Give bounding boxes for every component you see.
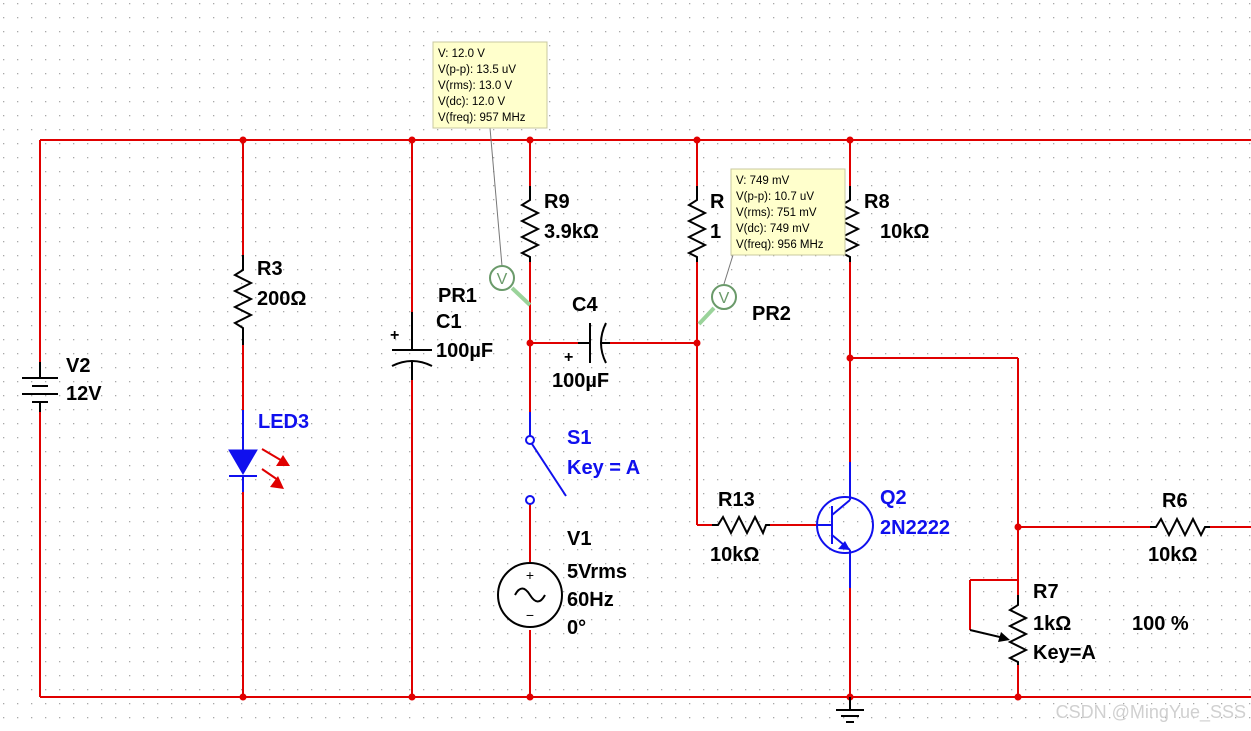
r13-label: R13 — [718, 489, 755, 511]
r7-label: R7 — [1033, 581, 1059, 603]
v1-amplitude: 5Vrms — [567, 561, 627, 583]
junctions — [239, 136, 1022, 701]
pr2-readout-vfreq: V(freq): 956 MHz — [736, 239, 824, 251]
r7-setting: 100 % — [1132, 613, 1189, 635]
pr1-readout-tooltip: V: 12.0 V V(p-p): 13.5 uV V(rms): 13.0 V… — [432, 41, 548, 129]
c1-capacitor[interactable]: + C1 100µF — [390, 311, 493, 380]
pr1-readout-vrms: V(rms): 13.0 V — [438, 80, 512, 92]
pr1-readout-v: V: 12.0 V — [438, 48, 485, 60]
c4-capacitor[interactable]: + C4 100µF — [552, 294, 610, 392]
c4-value: 100µF — [552, 370, 609, 392]
r-partial-label: R — [710, 191, 725, 213]
s1-label: S1 — [567, 427, 591, 449]
pr1-symbol: V — [497, 271, 508, 288]
r3-value: 200Ω — [257, 288, 306, 310]
led3-label: LED3 — [258, 411, 309, 433]
v1-frequency: 60Hz — [567, 589, 614, 611]
junction-dot — [239, 136, 247, 144]
v1-ac-source[interactable]: + − V1 5Vrms 60Hz 0° — [497, 528, 627, 639]
q2-model: 2N2222 — [880, 517, 950, 539]
pr1-readout-vdc: V(dc): 12.0 V — [438, 96, 505, 108]
r-partial-value: 1 — [710, 221, 721, 243]
r8-value: 10kΩ — [880, 221, 929, 243]
pr2-probe[interactable]: V PR2 — [697, 254, 791, 326]
r6-resistor[interactable]: R6 10kΩ — [1148, 490, 1210, 566]
v2-label: V2 — [66, 355, 90, 377]
r3-label: R3 — [257, 258, 283, 280]
led-light-arrows-icon — [261, 448, 290, 489]
r3-resistor[interactable]: R3 200Ω — [232, 255, 306, 345]
c1-plus: + — [390, 327, 399, 344]
junction-dot — [408, 693, 416, 701]
q2-transistor[interactable]: Q2 2N2222 — [816, 462, 950, 588]
pr2-readout-vpp: V(p-p): 10.7 uV — [736, 191, 814, 203]
r6-value: 10kΩ — [1148, 544, 1197, 566]
r9-value: 3.9kΩ — [544, 221, 599, 243]
c4-plus: + — [564, 349, 573, 366]
c1-label: C1 — [436, 311, 462, 333]
r7-value: 1kΩ — [1033, 613, 1071, 635]
junction-dot — [846, 354, 854, 362]
v1-label: V1 — [567, 528, 591, 550]
junction-dot — [526, 136, 534, 144]
led3-diode[interactable]: LED3 — [228, 410, 309, 492]
voltmeter-probe-icon — [711, 284, 737, 310]
v2-value: 12V — [66, 383, 102, 405]
switch-lever[interactable] — [531, 443, 567, 497]
watermark: CSDN @MingYue_SSS — [1056, 702, 1246, 723]
pr2-symbol: V — [719, 290, 730, 307]
c1-value: 100µF — [436, 340, 493, 362]
s1-key: Key = A — [567, 457, 640, 479]
junction-dot — [846, 136, 854, 144]
voltmeter-probe-icon — [489, 265, 515, 291]
junction-dot — [1014, 693, 1022, 701]
v1-phase: 0° — [567, 617, 586, 639]
ground-icon — [836, 697, 864, 723]
r13-value: 10kΩ — [710, 544, 759, 566]
junction-dot — [239, 693, 247, 701]
v2-battery[interactable]: V2 12V — [22, 355, 102, 412]
r7-potentiometer[interactable]: R7 1kΩ Key=A 100 % — [969, 581, 1189, 665]
junction-dot — [526, 339, 534, 347]
pr2-readout-vdc: V(dc): 749 mV — [736, 223, 810, 235]
pr1-probe[interactable]: V PR1 — [438, 127, 532, 307]
r8-label: R8 — [864, 191, 890, 213]
r9-resistor[interactable]: R9 3.9kΩ — [519, 186, 599, 262]
q2-label: Q2 — [880, 487, 907, 509]
r9-label: R9 — [544, 191, 570, 213]
v1-plus: + — [526, 567, 534, 583]
pr2-readout-tooltip: V: 749 mV V(p-p): 10.7 uV V(rms): 751 mV… — [730, 168, 846, 256]
pr1-readout-vfreq: V(freq): 957 MHz — [438, 112, 526, 124]
r7-key: Key=A — [1033, 642, 1096, 664]
s1-switch[interactable]: S1 Key = A — [525, 412, 640, 505]
wiper-arrow[interactable] — [969, 629, 1005, 639]
r-partial-resistor[interactable]: R 1 — [686, 186, 725, 262]
junction-dot — [526, 693, 534, 701]
pr2-label: PR2 — [752, 303, 791, 325]
r6-label: R6 — [1162, 490, 1188, 512]
v1-minus: − — [526, 607, 534, 623]
junction-dot — [693, 339, 701, 347]
junction-dot — [693, 136, 701, 144]
pr1-label: PR1 — [438, 285, 477, 307]
sine-wave-icon — [514, 587, 546, 603]
c4-label: C4 — [572, 294, 598, 316]
junction-dot — [1014, 523, 1022, 531]
pr2-readout-vrms: V(rms): 751 mV — [736, 207, 817, 219]
r13-resistor[interactable]: R13 10kΩ — [710, 489, 770, 566]
pr1-readout-vpp: V(p-p): 13.5 uV — [438, 64, 516, 76]
pr2-readout-v: V: 749 mV — [736, 175, 790, 187]
junction-dot — [408, 136, 416, 144]
